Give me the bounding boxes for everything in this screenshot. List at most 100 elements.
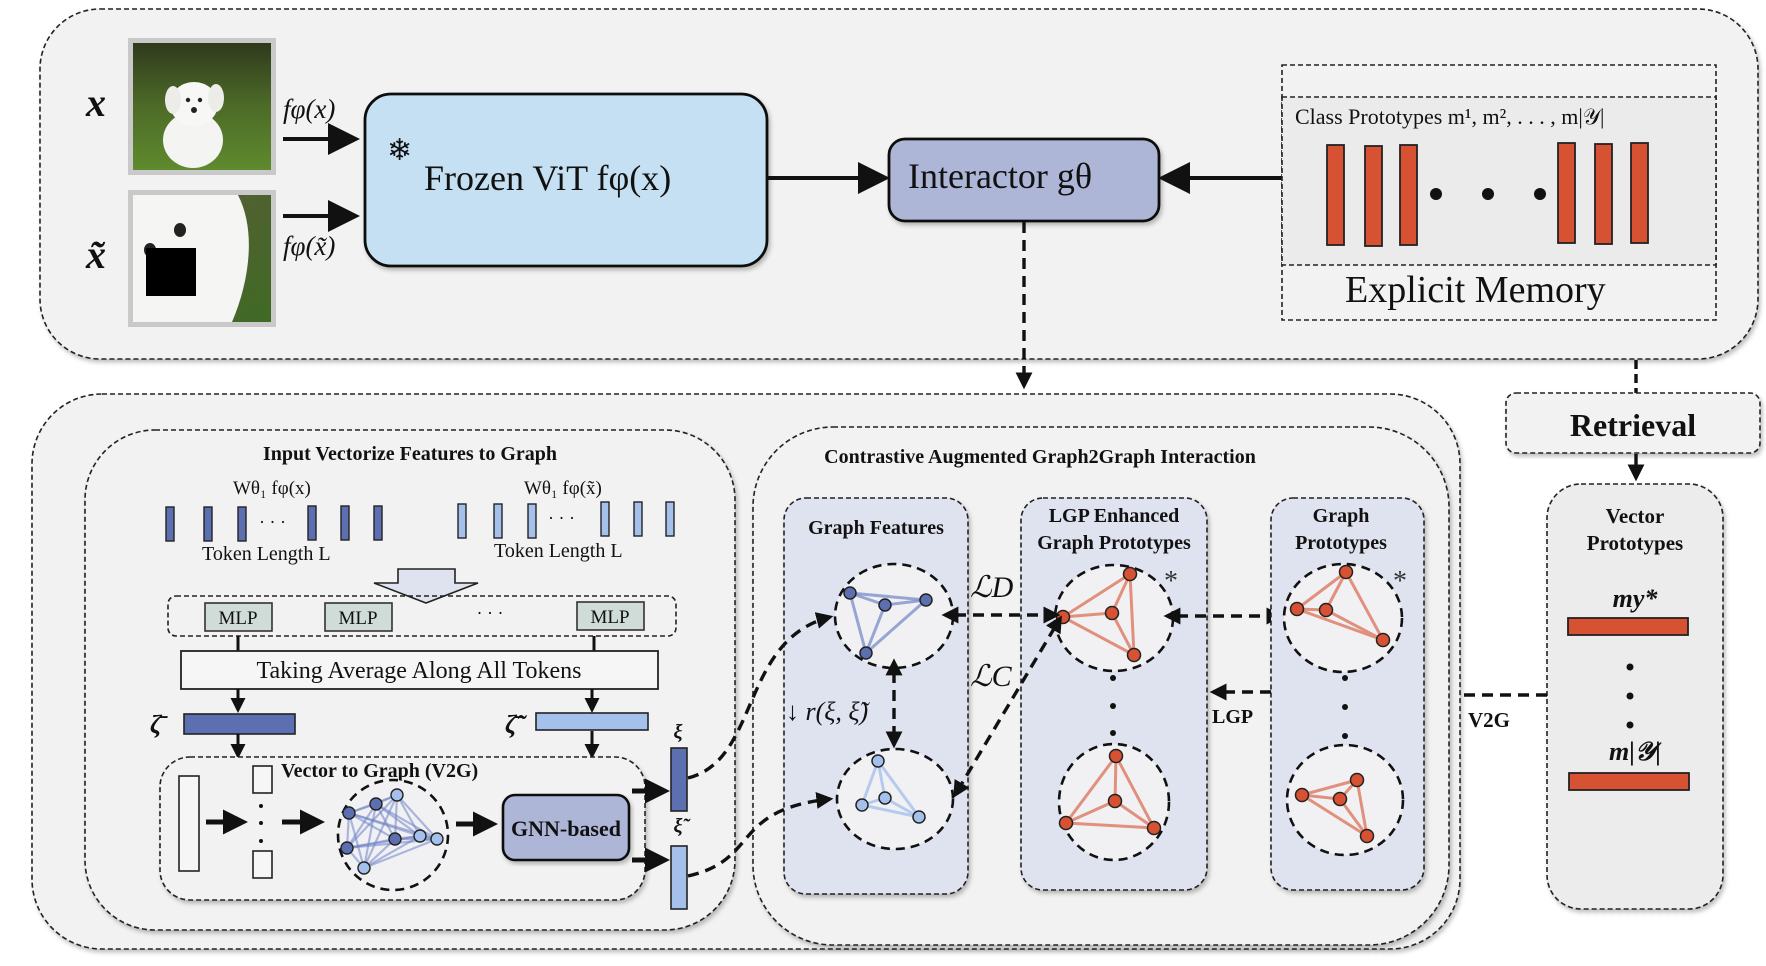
token-bar: [307, 505, 317, 541]
token-bar: [203, 506, 213, 542]
ellipsis-dot: [1342, 704, 1348, 710]
lgp-title-2: Graph Prototypes: [1037, 532, 1191, 554]
token-bar: [600, 501, 610, 537]
ellipsis-dot: [1626, 692, 1634, 700]
fxt-label: fφ(x̃): [283, 231, 335, 261]
fx-label: fφ(x): [283, 94, 335, 124]
prototype-bar: [1594, 143, 1613, 245]
lgp-arrow-label: LGP: [1212, 706, 1253, 728]
input-image-x: [128, 38, 276, 175]
loss-c-label: ℒC: [970, 660, 1013, 693]
mlp-label: MLP: [218, 608, 257, 629]
graph-node: [1122, 566, 1138, 582]
feature-graph-xi: [833, 562, 955, 670]
graph-node: [855, 798, 869, 812]
ellipsis-dot: [1430, 188, 1442, 200]
graph-node: [859, 646, 873, 660]
dense-graph: [336, 778, 450, 892]
mlp-label: MLP: [338, 608, 377, 629]
vector-prototype-first-label: my*: [1613, 584, 1659, 613]
star-marker: *: [1164, 566, 1178, 597]
ellipsis-dot: [1534, 188, 1546, 200]
graph-node: [1332, 791, 1348, 807]
token-bar: [665, 501, 675, 537]
xi-t-vector: [670, 845, 688, 910]
graph-node: [342, 806, 356, 820]
input-vector: [178, 775, 200, 872]
token-features-xt: [457, 501, 675, 539]
token-bar: [527, 503, 537, 539]
token-bar: [237, 506, 247, 542]
mlp-blocks: MLP MLP · · · MLP: [204, 601, 645, 632]
contrastive-title: Contrastive Augmented Graph2Graph Intera…: [824, 446, 1256, 468]
graph-node: [1108, 748, 1124, 764]
snowflake-icon: ❄: [387, 133, 412, 168]
token-length-label-x: Token Length L: [202, 543, 331, 565]
prototype-bar: [1399, 144, 1418, 246]
ellipsis-dot: [1110, 675, 1116, 681]
explicit-memory-label: Explicit Memory: [1345, 269, 1606, 311]
ellipsis-dot: [1110, 730, 1116, 736]
token-bar: [493, 503, 503, 539]
graph-node: [1289, 601, 1305, 617]
mlp-block: [576, 601, 645, 631]
w-x-label: Wθ₁ fφ(x): [233, 478, 311, 499]
ellipsis-dot: [1342, 733, 1348, 739]
graph-prototype-bottom: [1285, 743, 1405, 857]
graph-features-title: Graph Features: [808, 517, 944, 539]
graph-node: [1107, 793, 1123, 809]
graph-prototype-top: *: [1282, 562, 1407, 674]
graph-node: [1375, 632, 1391, 648]
graph-node: [413, 829, 427, 843]
graph-node: [1294, 787, 1310, 803]
graph-node: [912, 810, 926, 824]
token-bar: [457, 503, 467, 539]
graph-node: [1146, 820, 1162, 836]
prototype-bar: [1557, 142, 1576, 244]
input-x-label: x: [85, 80, 106, 125]
token-bar: [165, 506, 175, 542]
mlp-label: MLP: [590, 607, 629, 628]
token-length-label-xt: Token Length L: [494, 540, 623, 562]
arrow-xi-to-graph: [687, 612, 834, 780]
v2g-title: Vector to Graph (V2G): [281, 760, 478, 782]
xi-label: ξ: [674, 721, 683, 743]
ellipsis-dot: [259, 821, 263, 825]
graph-node: [340, 841, 354, 855]
graph-node: [357, 861, 371, 875]
interactor-label: Interactor gθ: [908, 156, 1092, 196]
ellipsis-dot: [1626, 663, 1634, 671]
graph-node: [919, 593, 933, 607]
zeta-t-vector: [535, 712, 649, 731]
graph-node: [1349, 772, 1365, 788]
graph-node: [1055, 609, 1071, 625]
feature-graph-xi-tilde: [835, 747, 955, 851]
lgp-title-1: LGP Enhanced: [1049, 505, 1180, 527]
lgp-graph-top: *: [1053, 563, 1178, 673]
graph-node: [430, 832, 444, 846]
ellipsis-dot: [1626, 721, 1634, 729]
ellipsis-dot: [1482, 188, 1494, 200]
prototype-bar: [1326, 144, 1345, 246]
token-features-x: [165, 505, 383, 542]
vector-prototypes-title-2: Prototypes: [1587, 531, 1683, 555]
frozen-vit-label: Frozen ViT fφ(x): [424, 158, 671, 198]
gnn-block: [501, 793, 631, 862]
graph-node: [1318, 602, 1334, 618]
w-xt-label: Wθ₁ fφ(x̃): [524, 478, 602, 499]
token-bar: [633, 501, 643, 537]
prototype-bar: [1630, 142, 1649, 244]
graph-node: [388, 832, 402, 846]
graph-prototypes-title-2: Prototypes: [1295, 532, 1387, 554]
split-vector-top: [252, 765, 273, 794]
token-bar: [340, 505, 350, 541]
average-tokens-label: Taking Average Along All Tokens: [256, 658, 581, 684]
ellipsis-dot: [259, 839, 263, 843]
mlp-block: [324, 602, 393, 632]
vector-prototype-first-bar: [1567, 617, 1689, 636]
arrow-loss-c: [953, 615, 1062, 798]
graph-node: [1104, 605, 1120, 621]
explicit-memory: Class Prototypes m¹, m², . . . , m|𝒴| Ex…: [1281, 64, 1717, 321]
vector-prototype-last-bar: [1568, 772, 1690, 791]
big-down-arrow: [373, 568, 479, 604]
